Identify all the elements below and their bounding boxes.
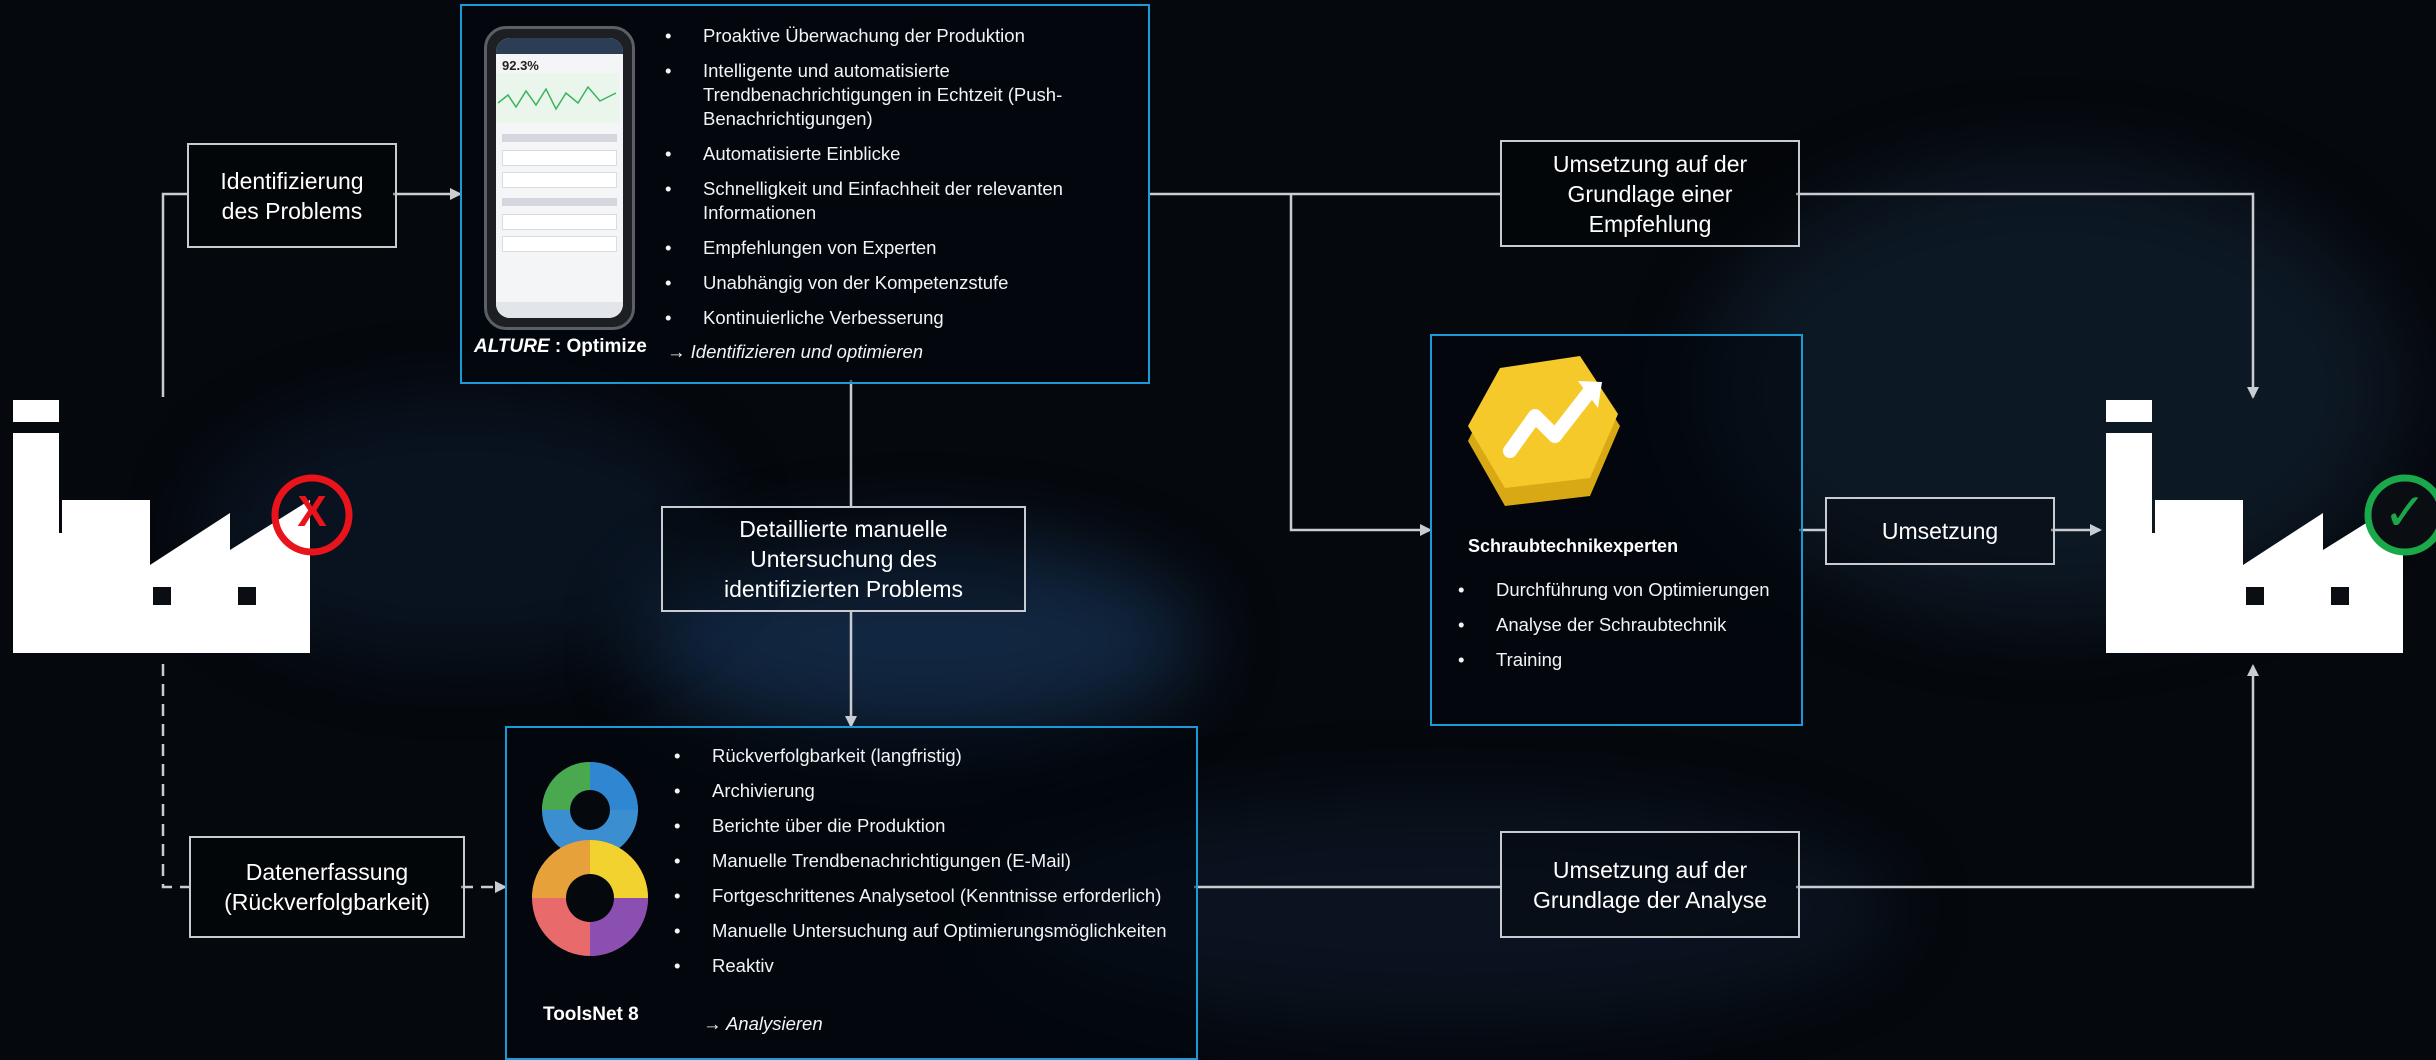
phone-mockup: 92.3% — [484, 26, 635, 330]
phone-trend-chart — [496, 73, 619, 123]
alture-product: : Optimize — [549, 336, 647, 357]
toolsnet-summary: → Analysieren — [703, 1013, 823, 1035]
list-item: Unabhängig von der Kompetenzstufe — [665, 271, 1115, 295]
phone-kpi: 92.3% — [502, 58, 539, 73]
alture-caption: ALTURE : Optimize — [474, 336, 647, 358]
list-item: Berichte über die Produktion — [674, 814, 1174, 838]
toolsnet-feature-list: Rückverfolgbarkeit (langfristig) Archivi… — [674, 744, 1174, 989]
step-manual-investigation: Detaillierte manuelle Untersuchung des i… — [661, 506, 1026, 612]
toolsnet-caption: ToolsNet 8 — [543, 1004, 639, 1025]
connector-factory-datacapture — [161, 664, 189, 889]
arrow-right-icon: → — [667, 341, 686, 362]
ok-check-mark: ✓ — [2383, 484, 2427, 542]
list-item: Analyse der Schraubtechnik — [1458, 613, 1798, 637]
problem-x-mark: X — [297, 487, 327, 536]
phone-screen: 92.3% — [496, 38, 623, 318]
alture-summary-text: Identifizieren und optimieren — [690, 341, 924, 362]
list-item: Schnelligkeit und Einfachheit der releva… — [665, 177, 1115, 225]
experts-caption: Schraubtechnikexperten — [1468, 536, 1679, 556]
alture-optimize-panel: 92.3% ALTURE : Optimize Proaktive Überwa… — [460, 4, 1150, 384]
optimization-hexagon-icon — [1468, 356, 1620, 506]
step-identify-problem: Identifizierung des Problems — [187, 143, 397, 248]
list-item: Training — [1458, 648, 1798, 672]
list-item: Empfehlungen von Experten — [665, 236, 1115, 260]
list-item: Manuelle Trendbenachrichtigungen (E-Mail… — [674, 849, 1174, 873]
factory-problem: X — [10, 395, 355, 670]
toolsnet-summary-text: Analysieren — [725, 1013, 823, 1034]
connector-analysis-goal — [1796, 664, 2259, 889]
list-item: Manuelle Untersuchung auf Optimierungsmö… — [674, 919, 1174, 943]
list-item: Reaktiv — [674, 954, 1174, 978]
step-analysis-implementation: Umsetzung auf der Grundlage der Analyse — [1500, 831, 1800, 938]
list-item: Automatisierte Einblicke — [665, 142, 1115, 166]
list-item: Fortgeschrittenes Analysetool (Kenntniss… — [674, 884, 1174, 908]
experts-feature-list: Durchführung von Optimierungen Analyse d… — [1458, 578, 1798, 683]
list-item: Proaktive Überwachung der Produktion — [665, 24, 1115, 48]
toolsnet-logo-icon — [532, 762, 648, 956]
step-implementation: Umsetzung — [1825, 497, 2055, 565]
list-item: Rückverfolgbarkeit (langfristig) — [674, 744, 1174, 768]
list-item: Kontinuierliche Verbesserung — [665, 306, 1115, 330]
list-item: Durchführung von Optimierungen — [1458, 578, 1798, 602]
factory-icon — [2106, 400, 2436, 653]
step-recommendation-implementation: Umsetzung auf der Grundlage einer Empfeh… — [1500, 140, 1800, 247]
factory-optimized: ✓ — [2103, 395, 2436, 670]
arrow-right-icon: → — [703, 1013, 722, 1034]
connector-recommendation-goal — [1796, 192, 2259, 399]
alture-brand: ALTURE — [474, 336, 550, 357]
alture-feature-list: Proaktive Überwachung der Produktion Int… — [665, 24, 1115, 341]
toolsnet-panel: ToolsNet 8 Rückverfolgbarkeit (langfrist… — [505, 726, 1198, 1060]
list-item: Intelligente und automatisierte Trendben… — [665, 59, 1115, 131]
connector-factory-identify — [161, 192, 187, 397]
experts-panel: Schraubtechnikexperten Durchführung von … — [1430, 334, 1803, 726]
step-data-capture: Datenerfassung (Rückverfolgbarkeit) — [189, 836, 465, 938]
factory-icon — [13, 400, 353, 653]
connector-alture-experts — [1289, 194, 1432, 536]
list-item: Archivierung — [674, 779, 1174, 803]
alture-summary: → Identifizieren und optimieren — [667, 341, 923, 363]
